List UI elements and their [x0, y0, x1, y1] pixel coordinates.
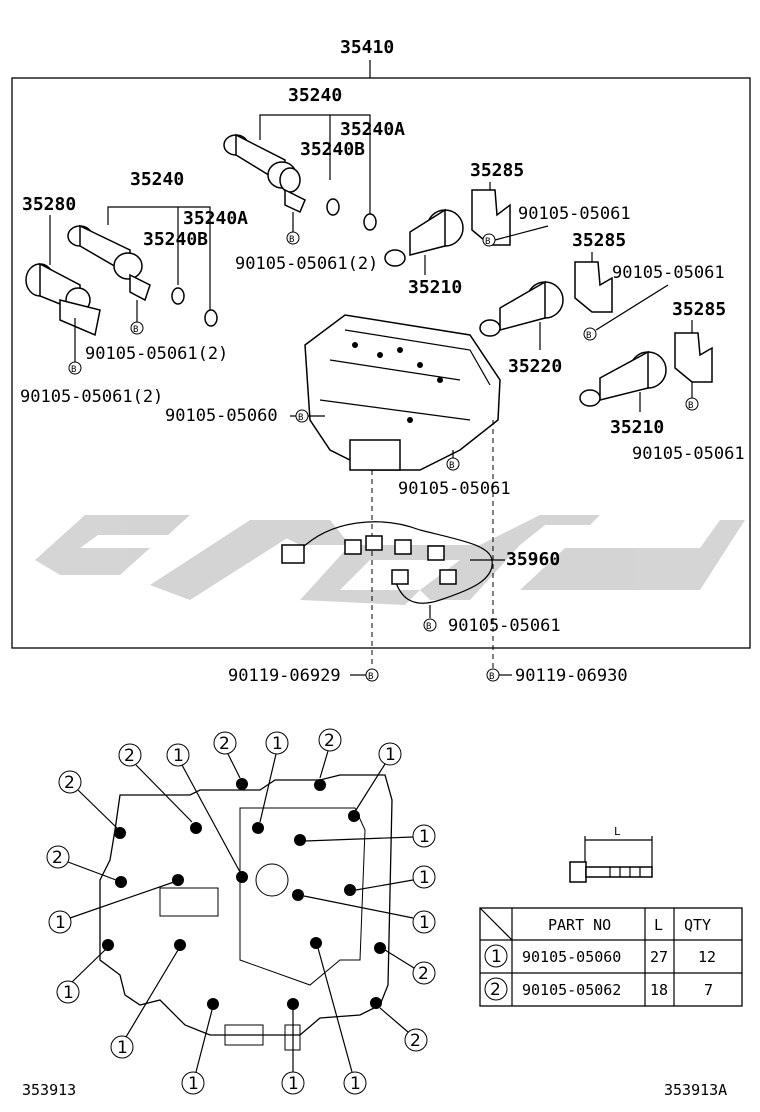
svg-text:1: 1	[419, 913, 430, 933]
part-label-35285-b: 35285	[572, 230, 626, 251]
part-label-35210-b: 35210	[610, 417, 664, 438]
svg-text:B: B	[133, 325, 138, 335]
bracket-35285-a	[471, 189, 511, 246]
svg-text:1: 1	[55, 913, 66, 933]
o-ring	[363, 213, 377, 231]
bolt-label-b3: 90105-05061	[612, 263, 725, 283]
table-row-2-key: 2	[490, 980, 501, 1000]
svg-text:2: 2	[124, 746, 135, 766]
table-row-2-qty: 7	[704, 981, 713, 999]
bolt-label-b2: 90105-05061(2)	[235, 254, 378, 274]
svg-text:B: B	[688, 401, 693, 411]
part-label-35240A-left: 35240A	[183, 208, 248, 229]
table-row-1-part: 90105-05060	[522, 948, 621, 966]
part-label-35240A-top: 35240A	[340, 119, 405, 140]
part-label-35240-top: 35240	[288, 85, 342, 106]
part-label-35285-a: 35285	[470, 160, 524, 181]
svg-text:B: B	[586, 331, 591, 341]
svg-text:2: 2	[64, 773, 75, 793]
svg-text:1: 1	[63, 983, 74, 1003]
part-label-35240-left: 35240	[130, 169, 184, 190]
svg-text:B: B	[289, 235, 294, 245]
bolt-label-b5: 90105-05061(2)	[20, 387, 163, 407]
part-label-35280: 35280	[22, 194, 76, 215]
table-row-2-part: 90105-05062	[522, 981, 621, 999]
svg-text:B: B	[298, 413, 303, 423]
svg-text:2: 2	[418, 964, 429, 984]
part-label-35220: 35220	[508, 356, 562, 377]
svg-text:1: 1	[188, 1074, 199, 1094]
table-row-1-qty: 12	[698, 948, 716, 966]
svg-text:2: 2	[219, 734, 230, 754]
svg-text:1: 1	[272, 734, 283, 754]
svg-text:B: B	[489, 672, 494, 682]
bracket-35285-c	[674, 332, 713, 383]
o-ring	[326, 198, 340, 216]
wire-harness-35960	[281, 521, 493, 604]
solenoid-35220	[479, 280, 564, 337]
svg-text:B: B	[71, 365, 76, 375]
bolt-label-b8: 90105-05061	[448, 616, 561, 636]
svg-text:B: B	[368, 672, 373, 682]
table-row-1-l: 27	[650, 948, 668, 966]
part-label-35285-c: 35285	[672, 299, 726, 320]
svg-text:1: 1	[350, 1074, 361, 1094]
layout-callouts: 2 2 1 2 1 2 1 2 1 1 1 1 1 1 2 2 1 1 1	[46, 728, 436, 1095]
table-header-l: L	[654, 916, 663, 934]
svg-text:1: 1	[419, 868, 430, 888]
solenoid-35210-b	[579, 350, 667, 407]
part-label-35240B-left: 35240B	[143, 229, 208, 250]
svg-text:1: 1	[173, 746, 184, 766]
part-label-35410: 35410	[340, 37, 394, 58]
watermark-logo	[35, 515, 745, 605]
bolt-spec-table: PART NO L QTY 1 90105-05060 27 12 2 9010…	[479, 907, 743, 1007]
svg-text:B: B	[426, 622, 431, 632]
svg-text:B: B	[449, 461, 454, 471]
figure-code-left: 353913	[22, 1081, 76, 1099]
layout-bolt-holes	[102, 778, 386, 1010]
solenoid-35240-top	[223, 133, 306, 214]
svg-text:1: 1	[288, 1074, 299, 1094]
assembly-frame	[11, 77, 751, 649]
bolt-label-outside-left: 90119-06929	[228, 666, 341, 686]
bolt-label-outside-right: 90119-06930	[515, 666, 628, 686]
svg-text:1: 1	[117, 1038, 128, 1058]
table-header-qty: QTY	[684, 916, 711, 934]
part-label-35240B-top: 35240B	[300, 139, 365, 160]
bracket-35285-b	[574, 261, 613, 313]
svg-text:L: L	[614, 825, 621, 838]
svg-text:B: B	[485, 237, 490, 247]
solenoid-35210-a	[384, 208, 464, 267]
bolt-label-b6: 90105-05060	[165, 406, 278, 426]
part-label-35210-a: 35210	[408, 277, 462, 298]
o-ring	[204, 309, 218, 327]
bolt-illustration: L	[569, 825, 653, 883]
svg-text:1: 1	[419, 827, 430, 847]
figure-code-right: 353913A	[664, 1081, 727, 1099]
valve-body	[304, 314, 501, 471]
solenoid-35240-left	[67, 224, 151, 302]
svg-text:2: 2	[410, 1031, 421, 1051]
table-row-2-l: 18	[650, 981, 668, 999]
svg-text:2: 2	[52, 848, 63, 868]
svg-text:1: 1	[385, 745, 396, 765]
solenoid-35280	[25, 262, 101, 337]
bolt-label-b1: 90105-05061	[518, 204, 631, 224]
table-header-part-no: PART NO	[548, 916, 611, 934]
bolt-label-b10: 90105-05061	[632, 444, 745, 464]
bolt-label-b7: 90105-05061	[398, 479, 511, 499]
svg-text:2: 2	[324, 731, 335, 751]
o-ring	[171, 287, 185, 305]
table-row-1-key: 1	[491, 947, 502, 967]
part-label-35960: 35960	[506, 549, 560, 570]
bolt-label-b4: 90105-05061(2)	[85, 344, 228, 364]
